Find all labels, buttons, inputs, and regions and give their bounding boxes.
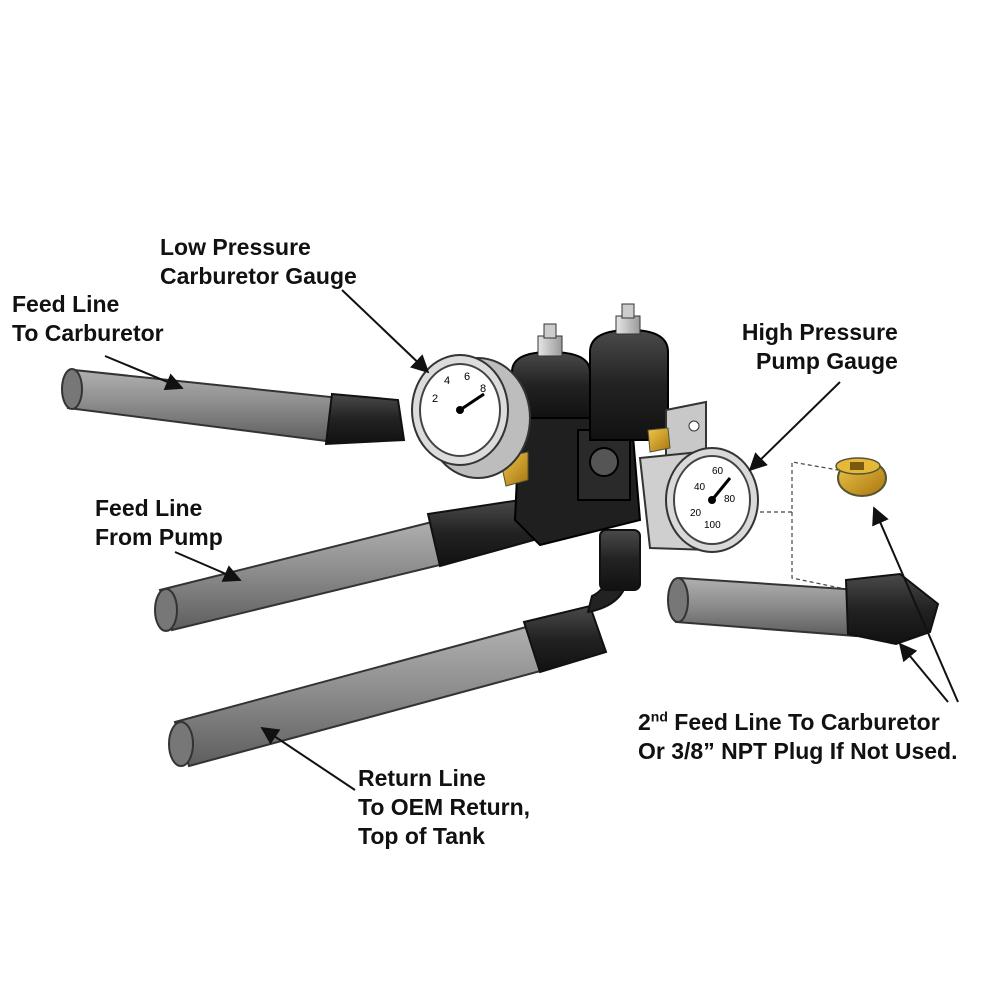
label-second-feed: 2nd Feed Line To Carburetor Or 3/8” NPT … — [638, 708, 957, 766]
feed-line-from-pump — [154, 498, 536, 632]
label-return-line: Return Line To OEM Return, Top of Tank — [358, 764, 530, 851]
label-line: Carburetor Gauge — [160, 263, 357, 289]
high-gauge-tick: 40 — [694, 482, 706, 493]
label-line: To OEM Return, — [358, 794, 531, 820]
low-gauge-tick: 6 — [464, 371, 470, 383]
label-feed-from-pump: Feed Line From Pump — [95, 494, 223, 552]
label-rest: Feed Line To Carburetor — [667, 709, 940, 735]
label-line: Pump Gauge — [756, 348, 898, 374]
label-line: 2nd Feed Line To Carburetor — [638, 708, 957, 737]
feed-line-to-carburetor — [61, 368, 406, 446]
low-gauge-tick: 2 — [432, 393, 438, 405]
high-gauge-tick: 20 — [690, 508, 702, 519]
low-gauge-tick: 4 — [444, 375, 450, 387]
low-gauge-tick: 8 — [480, 383, 486, 395]
plug-leader-dashes — [760, 461, 851, 591]
high-gauge-tick: 80 — [724, 494, 736, 505]
label-line: From Pump — [95, 524, 223, 550]
label-high-pressure-gauge: High Pressure Pump Gauge — [736, 318, 898, 376]
label-low-pressure-gauge: Low Pressure Carburetor Gauge — [160, 233, 357, 291]
label-num: 2 — [638, 709, 651, 735]
regulator-body — [499, 303, 707, 547]
label-feed-to-carburetor: Feed Line To Carburetor — [12, 290, 164, 348]
low-pressure-gauge: 2 4 6 8 — [411, 354, 531, 479]
label-line: Top of Tank — [358, 823, 485, 849]
second-feed-line — [667, 572, 940, 646]
label-line: To Carburetor — [12, 320, 164, 346]
label-line: Feed Line — [12, 291, 120, 317]
label-line: Low Pressure — [160, 234, 311, 260]
label-line: Return Line — [358, 765, 486, 791]
label-line: High Pressure — [741, 319, 898, 345]
label-line: Or 3/8” NPT Plug If Not Used. — [638, 738, 958, 764]
high-gauge-tick: 100 — [704, 520, 721, 531]
high-pressure-gauge: 20 40 60 80 100 — [638, 447, 759, 553]
callout-arrows — [104, 289, 959, 791]
label-line: Feed Line — [95, 495, 203, 521]
high-gauge-tick: 60 — [712, 466, 724, 477]
label-sup: nd — [650, 708, 668, 725]
npt-plug — [835, 457, 887, 497]
